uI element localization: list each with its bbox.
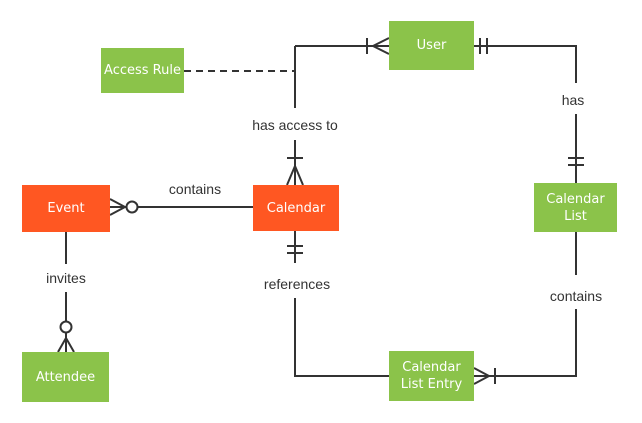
crowfoot-many-icon xyxy=(473,367,490,385)
connector-event-attendee xyxy=(57,232,75,353)
connector-line xyxy=(474,232,577,377)
exactly-one-ticks-icon xyxy=(479,38,488,54)
relationship-label-has: has xyxy=(561,92,585,108)
entity-event[interactable]: Event xyxy=(22,185,110,232)
relationship-label-invites: invites xyxy=(46,270,86,286)
entity-event-label: Event xyxy=(47,201,85,216)
entity-calendar-list[interactable]: Calendar List xyxy=(534,183,617,232)
crowfoot-many-icon xyxy=(286,165,304,186)
entity-calendar-list-label: Calendar List xyxy=(546,191,605,224)
exactly-one-ticks-icon xyxy=(287,245,303,254)
connector-calendar-calendar-list-entry xyxy=(287,231,389,377)
crowfoot-many-icon xyxy=(109,198,126,216)
exactly-one-ticks-icon xyxy=(568,157,584,166)
crowfoot-many-icon xyxy=(57,337,75,353)
entity-user-label: User xyxy=(416,38,447,53)
connector-line xyxy=(294,231,389,377)
relationship-label-references: references xyxy=(263,276,331,292)
entity-attendee-label: Attendee xyxy=(35,369,96,385)
crowfoot-many-icon xyxy=(372,37,390,55)
zero-circle-icon xyxy=(125,200,139,214)
connector-event-calendar xyxy=(109,198,253,216)
zero-circle-icon xyxy=(59,320,73,334)
entity-attendee[interactable]: Attendee xyxy=(22,352,109,402)
entity-calendar-list-entry[interactable]: Calendar List Entry xyxy=(389,351,474,401)
connector-line xyxy=(294,45,389,185)
connector-user-calendar-list xyxy=(474,38,584,183)
relationship-label-has-access-to: has access to xyxy=(252,117,338,133)
connector-line xyxy=(474,45,577,183)
entity-access-rule[interactable]: Access Rule xyxy=(101,48,184,93)
connector-user-calendar xyxy=(286,37,390,186)
entity-calendar-list-entry-label: Calendar List Entry xyxy=(400,360,463,392)
entity-user[interactable]: User xyxy=(389,21,474,70)
relationship-label-contains-list: contains xyxy=(549,288,603,304)
entity-calendar-label: Calendar xyxy=(266,200,326,216)
relationship-label-contains-event: contains xyxy=(168,181,222,197)
entity-access-rule-label: Access Rule xyxy=(104,63,181,78)
entity-calendar[interactable]: Calendar xyxy=(253,185,339,231)
connector-calendar-list-calendar-list-entry xyxy=(473,232,577,385)
